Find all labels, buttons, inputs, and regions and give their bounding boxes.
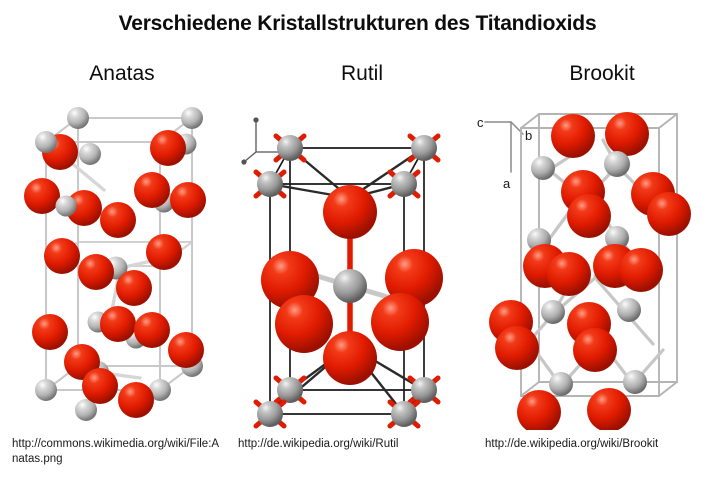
structure-panel-rutil: Rutil [238,62,476,492]
atom-titanium-center [333,269,367,303]
atom-oxygen [371,293,429,351]
anatas-svg [24,107,206,421]
atom-oxygen [551,114,595,158]
source-caption-brookit[interactable]: http://de.wikipedia.org/wiki/Brookit [485,438,659,450]
crystal-structure-anatas [0,100,238,430]
rutil-svg [241,117,443,429]
structure-panel-brookit: Brookit [477,62,715,492]
source-caption-anatas[interactable]: http://commons.wikimedia.org/wiki/File:A… [12,438,220,465]
axis-label-b: b [525,128,532,143]
atom-titanium [605,226,629,250]
crystal-structure-rutil [238,100,476,430]
panel-label-brookit: Brookit [569,62,635,85]
atom-oxygen [495,326,539,370]
atom-titanium [531,156,555,180]
atom-group-titanium-bottom [253,375,441,429]
atom-oxygen [619,248,663,292]
atom-titanium [604,151,630,177]
atom-oxygen [573,328,617,372]
atom-oxygen [517,390,561,430]
page-title: Verschiedene Kristallstrukturen des Tita… [118,12,597,35]
atom-oxygen [647,192,691,236]
atom-titanium [617,298,641,322]
atom-group-oxygen-mid [44,234,182,306]
atom-titanium [549,372,573,396]
atom-oxygen [547,252,591,296]
atom-oxygen [385,249,443,307]
brookit-svg: c b a [477,112,691,430]
crystal-structure-brookit: c b a [477,100,715,430]
source-caption-rutil[interactable]: http://de.wikipedia.org/wiki/Rutil [238,438,399,450]
panel-label-anatas: Anatas [89,62,155,85]
atom-titanium [541,300,565,324]
atom-group-ti-mid [35,131,128,280]
atom-group-oxygen-upper [24,130,206,238]
atom-oxygen [275,295,333,353]
atom-oxygen [587,388,631,430]
atom-oxygen [605,112,649,156]
atom-group-oxygen-lower [32,306,204,418]
axis-label-c: c [477,115,484,130]
structure-panel-anatas: Anatas [0,62,238,492]
atom-group-titanium-corners [253,133,441,199]
atom-oxygen [567,194,611,238]
atom-oxygen [261,251,319,309]
atom-titanium [623,370,647,394]
panel-label-rutil: Rutil [340,62,383,85]
atom-oxygen [323,185,377,239]
atom-oxygen [323,331,377,385]
axis-label-a: a [503,176,511,191]
